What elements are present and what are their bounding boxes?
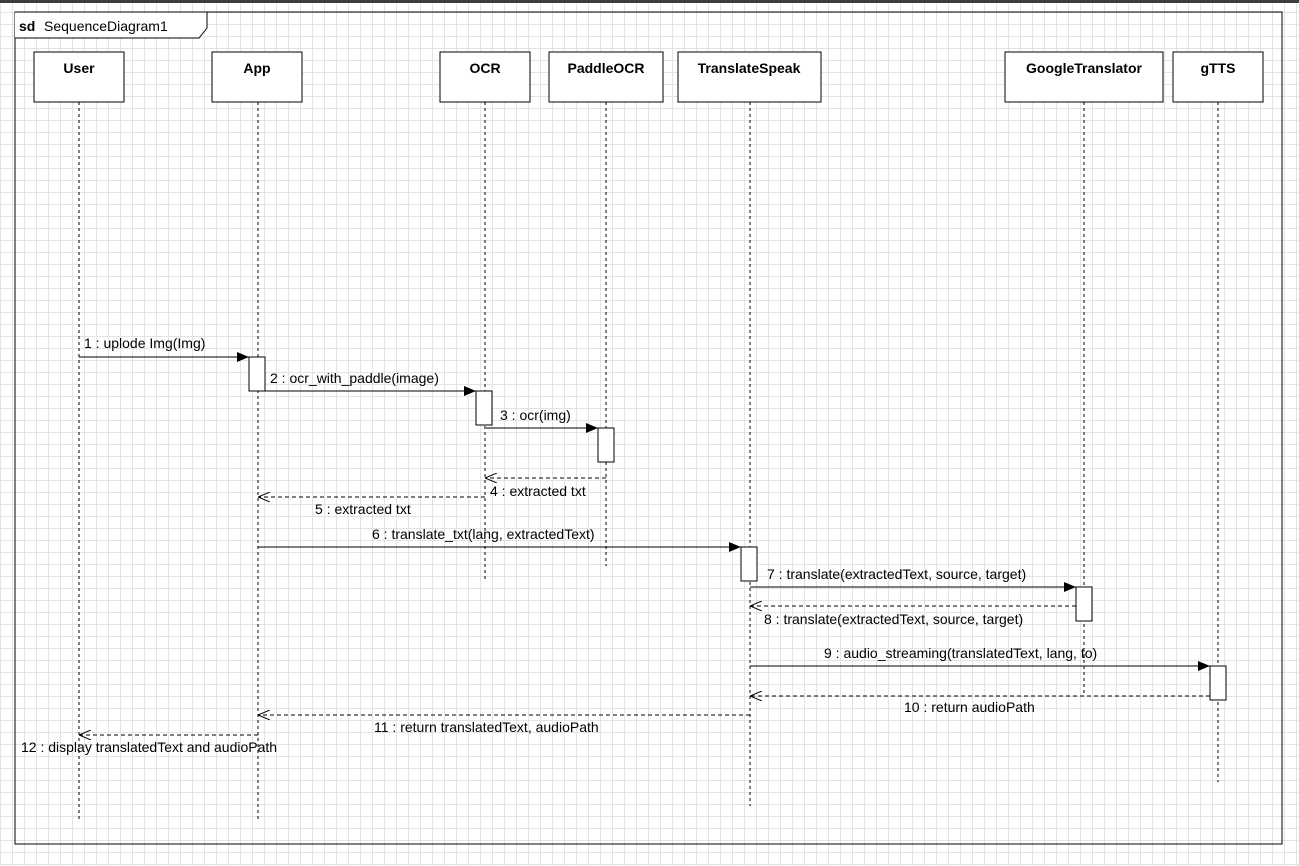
message-8-label: 8 : translate(extractedText, source, tar… (764, 611, 1023, 627)
message-3-label: 3 : ocr(img) (500, 407, 571, 423)
message-1[interactable]: 1 : uplode Img(Img) (79, 335, 249, 362)
message-10-label: 10 : return audioPath (904, 699, 1035, 715)
lifeline-gtts-label: gTTS (1201, 60, 1236, 76)
message-11[interactable]: 11 : return translatedText, audioPath (258, 715, 750, 735)
lifeline-ocr[interactable]: OCR (439, 51, 531, 582)
message-7-label: 7 : translate(extractedText, source, tar… (767, 566, 1026, 582)
message-12[interactable]: 12 : display translatedText and audioPat… (21, 735, 277, 755)
activation-translatespeak (740, 546, 758, 582)
message-10[interactable]: 10 : return audioPath (750, 696, 1210, 715)
activation-app (248, 356, 266, 392)
lifeline-ocr-label: OCR (469, 60, 500, 76)
message-5-label: 5 : extracted txt (315, 501, 411, 517)
lifeline-app[interactable]: App (211, 51, 303, 822)
lifeline-googletranslator-head[interactable] (1004, 51, 1164, 103)
message-2[interactable]: 2 : ocr_with_paddle(image) (265, 370, 476, 396)
lifeline-gtts-head[interactable] (1172, 51, 1264, 103)
frame-title: SequenceDiagram1 (44, 18, 168, 34)
diagram-frame: sd SequenceDiagram1 (14, 11, 1283, 845)
window-top-border (0, 0, 1299, 3)
lifeline-googletranslator-label: GoogleTranslator (1026, 60, 1142, 76)
message-8[interactable]: 8 : translate(extractedText, source, tar… (750, 606, 1076, 627)
message-4-label: 4 : extracted txt (490, 483, 586, 499)
lifeline-translatespeak-label: TranslateSpeak (698, 60, 801, 76)
lifeline-app-label: App (243, 60, 270, 76)
frame-keyword: sd (19, 18, 35, 34)
lifeline-translatespeak-head[interactable] (677, 51, 822, 103)
message-12-label: 12 : display translatedText and audioPat… (21, 739, 277, 755)
activation-gtts (1209, 665, 1227, 701)
lifeline-paddleocr[interactable]: PaddleOCR (548, 51, 664, 566)
message-6-label: 6 : translate_txt(lang, extractedText) (372, 526, 595, 542)
message-11-label: 11 : return translatedText, audioPath (374, 719, 599, 735)
message-2-label: 2 : ocr_with_paddle(image) (270, 370, 439, 386)
lifeline-user-label: User (63, 60, 95, 76)
lifeline-user[interactable]: User (33, 51, 125, 822)
lifeline-paddleocr-label: PaddleOCR (567, 60, 644, 76)
activation-ocr (475, 390, 493, 426)
message-4[interactable]: 4 : extracted txt (485, 478, 606, 499)
message-5[interactable]: 5 : extracted txt (258, 497, 485, 517)
lifeline-googletranslator[interactable]: GoogleTranslator (1004, 51, 1164, 696)
message-9[interactable]: 9 : audio_streaming(translatedText, lang… (750, 645, 1210, 671)
activation-googletranslator (1075, 586, 1093, 622)
message-1-label: 1 : uplode Img(Img) (84, 335, 205, 351)
message-7[interactable]: 7 : translate(extractedText, source, tar… (750, 566, 1076, 592)
activation-paddleocr (597, 427, 615, 463)
lifeline-paddleocr-head[interactable] (548, 51, 664, 103)
lifeline-translatespeak[interactable]: TranslateSpeak (677, 51, 822, 806)
message-3[interactable]: 3 : ocr(img) (486, 407, 598, 433)
lifeline-ocr-head[interactable] (439, 51, 531, 103)
message-6[interactable]: 6 : translate_txt(lang, extractedText) (258, 526, 741, 552)
lifeline-user-head[interactable] (33, 51, 125, 103)
lifeline-app-head[interactable] (211, 51, 303, 103)
message-9-label: 9 : audio_streaming(translatedText, lang… (824, 645, 1097, 661)
